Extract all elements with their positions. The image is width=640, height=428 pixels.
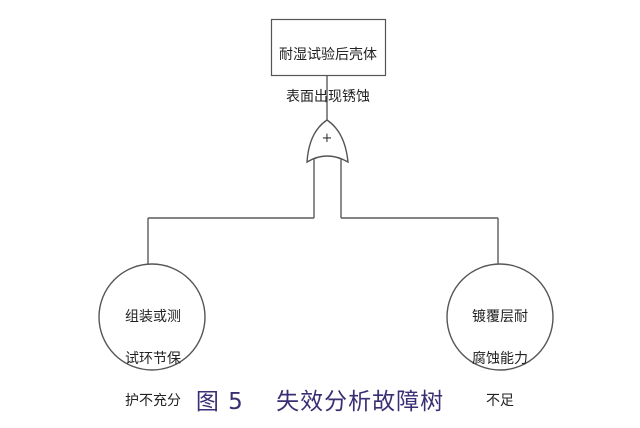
basic-event-circle-2 [446, 263, 554, 371]
basic-event-1-line-1: 组装或测 [125, 309, 181, 325]
basic-event-2-line-3: 不足 [486, 393, 514, 409]
top-event-line-2: 表面出现锈蚀 [286, 89, 370, 105]
basic-event-circle-1 [98, 263, 206, 371]
top-event-line-1: 耐湿试验后壳体 [279, 47, 377, 63]
top-event-label: 耐湿试验后壳体 表面出现锈蚀 [272, 24, 384, 129]
or-gate [306, 119, 349, 164]
or-gate-symbol: + [322, 131, 333, 146]
basic-event-label-1: 组装或测 试环节保 护不充分 [94, 286, 212, 428]
basic-event-1-line-2: 试环节保 [125, 351, 181, 367]
basic-event-2-line-2: 腐蚀能力 [472, 351, 528, 367]
basic-event-1-line-3: 护不充分 [125, 393, 181, 409]
figure-caption: 图 5 失效分析故障树 [195, 389, 445, 415]
basic-event-label-2: 镀覆层耐 腐蚀能力 不足 [441, 286, 559, 428]
top-event-box [270, 18, 387, 77]
basic-event-2-line-1: 镀覆层耐 [472, 309, 528, 325]
